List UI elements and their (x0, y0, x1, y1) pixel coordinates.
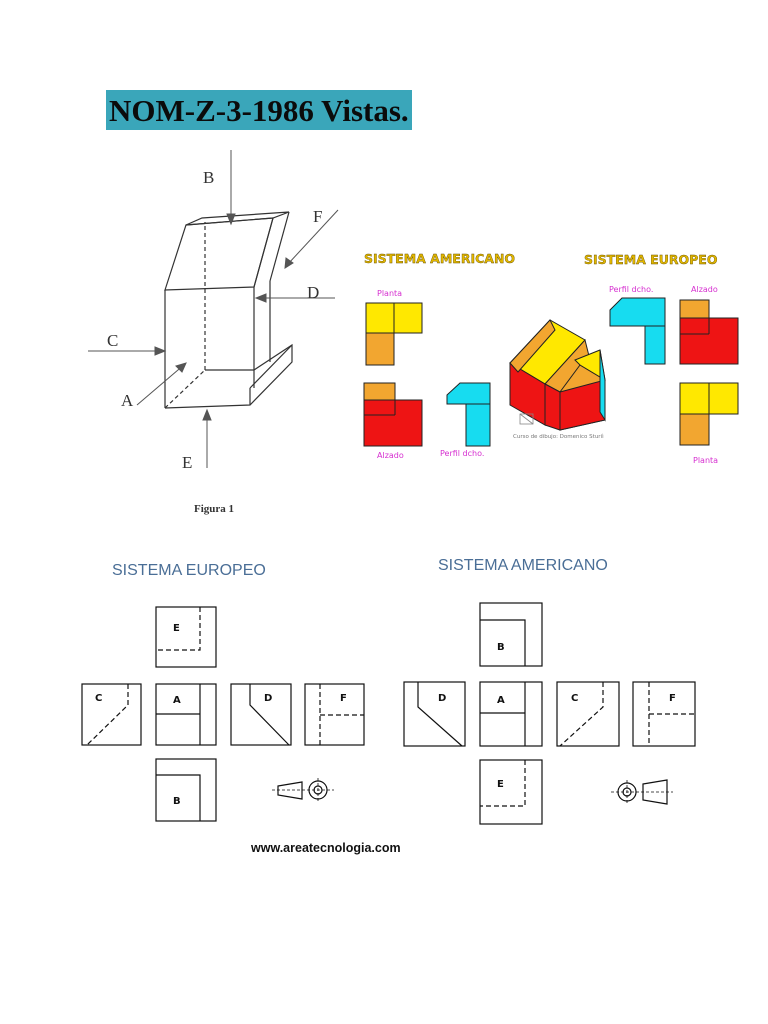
american-top-label: Planta (377, 289, 402, 298)
american-view-top-box (479, 602, 543, 667)
view-direction-arrows (88, 150, 339, 468)
eu-label-front: A (173, 695, 181, 706)
european-view-far-box (304, 683, 365, 746)
am-label-front: A (497, 695, 505, 706)
eu-label-right: D (264, 693, 272, 704)
arrow-label-e: E (182, 453, 192, 472)
color-credit: Curso de dibujo: Domenico Sturiì (513, 433, 604, 440)
european-planta-view (679, 382, 739, 446)
american-view-front-box (479, 681, 543, 747)
european-alzado-view (679, 299, 739, 365)
american-view-right-box (556, 681, 620, 747)
american-view-far-box (632, 681, 696, 747)
website-credit: www.areatecnologia.com (250, 841, 401, 855)
arrow-label-f: F (313, 207, 322, 226)
european-view-bottom-box (155, 758, 217, 822)
arrow-label-c: C (107, 331, 118, 350)
eu-label-bottom: B (173, 796, 181, 807)
american-side-label: Perfil dcho. (440, 449, 484, 458)
page-title: NOM-Z-3-1986 Vistas. (106, 90, 412, 130)
colored-isometric-piece (509, 319, 606, 431)
american-planta-view (365, 302, 423, 366)
european-view-top-box (155, 606, 217, 668)
european-side-label: Perfil dcho. (609, 285, 653, 294)
arrow-label-b: B (203, 168, 214, 187)
eu-label-far: F (340, 693, 347, 704)
american-color-heading: SISTEMA AMERICANO (364, 251, 515, 266)
european-perfil-view (609, 297, 666, 365)
european-view-front-box (155, 683, 217, 746)
third-angle-projection-icon (611, 779, 673, 805)
american-alzado-view (363, 382, 423, 447)
am-label-top: B (497, 642, 505, 653)
eu-label-top: E (173, 623, 180, 634)
figure-caption: Figura 1 (194, 503, 234, 515)
am-label-far: F (669, 693, 676, 704)
american-view-left-box (403, 681, 466, 747)
european-top-label: Planta (693, 456, 718, 465)
eu-label-left: C (95, 693, 102, 704)
first-angle-projection-icon (272, 778, 334, 802)
american-system-heading: SISTEMA AMERICANO (438, 557, 608, 574)
european-view-left-box (81, 683, 142, 746)
am-label-right: C (571, 693, 578, 704)
european-front-label: Alzado (691, 285, 718, 294)
european-system-heading: SISTEMA EUROPEO (112, 562, 266, 579)
american-perfil-view (446, 382, 491, 447)
american-front-label: Alzado (377, 451, 404, 460)
european-view-right-box (230, 683, 292, 746)
european-color-heading: SISTEMA EUROPEO (584, 252, 717, 267)
arrow-label-d: D (307, 283, 319, 302)
arrow-label-a: A (121, 391, 134, 410)
small-view-symbol-icon (519, 413, 534, 425)
am-label-left: D (438, 693, 446, 704)
american-view-bottom-box (479, 759, 543, 825)
isometric-part-outline (164, 211, 293, 409)
am-label-bottom: E (497, 779, 504, 790)
